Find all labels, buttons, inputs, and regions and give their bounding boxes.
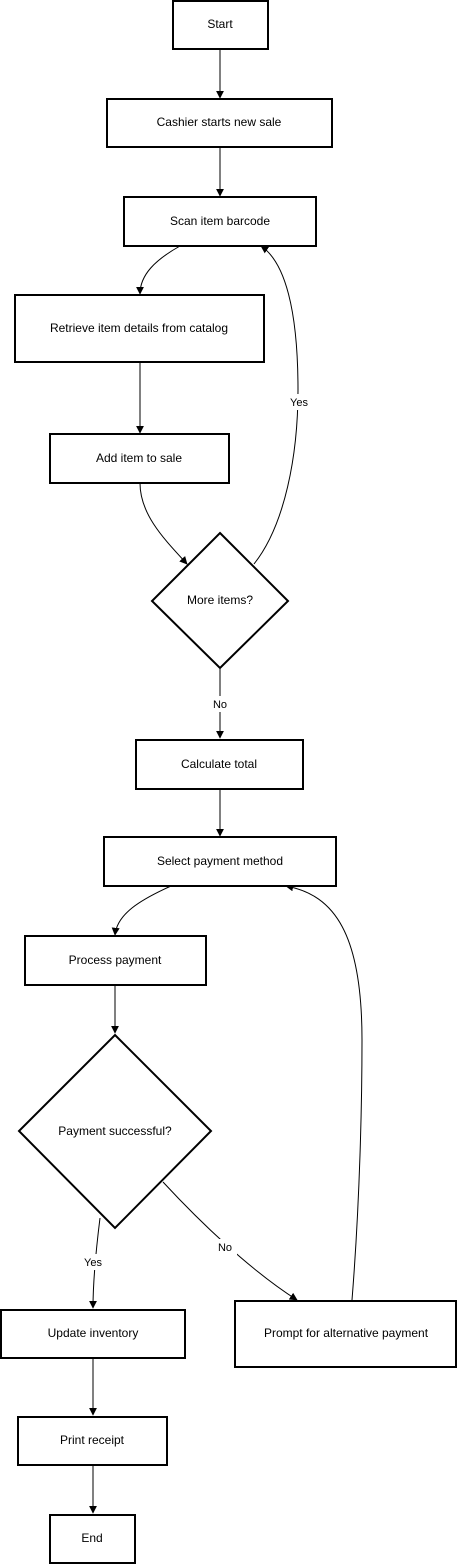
edge-label-text: No [218,1242,232,1254]
node-payment-successful-decision[interactable]: Payment successful? [17,1033,213,1230]
edges [89,49,363,1514]
edge-label-more-items-no: No [208,696,232,712]
node-label: Scan item barcode [170,214,270,228]
node-more-items-decision[interactable]: More items? [150,531,290,670]
node-retrieve-item-details[interactable]: Retrieve item details from catalog [14,294,265,363]
edge-labels: Yes No Yes No [80,394,312,1270]
node-start[interactable]: Start [172,0,269,50]
node-print-receipt[interactable]: Print receipt [17,1416,168,1466]
node-label: End [81,1531,102,1545]
edge-label-text: Yes [290,397,308,409]
edge-label-payment-yes: Yes [80,1254,106,1270]
node-label: Start [207,17,233,31]
node-update-inventory[interactable]: Update inventory [0,1309,186,1359]
node-label: Add item to sale [96,451,182,465]
edge-add-to-more-items [139,482,188,565]
node-label: Prompt for alternative payment [264,1326,429,1340]
node-end[interactable]: End [49,1514,136,1564]
node-calculate-total[interactable]: Calculate total [135,739,304,790]
node-label: Print receipt [60,1433,125,1447]
edge-more-items-yes-to-scan [253,245,299,565]
edge-scan-to-retrieve [136,245,181,295]
edge-prompt-to-select-payment [285,883,363,1301]
node-label: Process payment [69,953,162,967]
node-add-item-to-sale[interactable]: Add item to sale [49,433,230,484]
edge-label-text: Yes [84,1257,102,1269]
edge-label-payment-no: No [213,1239,237,1255]
node-prompt-alternative-payment[interactable]: Prompt for alternative payment [234,1300,457,1368]
node-cashier-starts-new-sale[interactable]: Cashier starts new sale [106,98,333,148]
node-label: Retrieve item details from catalog [50,321,228,335]
node-process-payment[interactable]: Process payment [24,935,207,986]
edge-label-more-items-yes: Yes [286,394,312,410]
node-label: Select payment method [157,854,283,868]
edge-label-text: No [213,699,227,711]
node-label: More items? [187,593,253,607]
node-label: Calculate total [181,757,257,771]
node-select-payment-method[interactable]: Select payment method [103,836,337,887]
edge-select-payment-to-process [111,885,172,936]
node-scan-item-barcode[interactable]: Scan item barcode [123,196,317,247]
node-label: Cashier starts new sale [157,115,282,129]
node-label: Payment successful? [58,1124,172,1138]
node-label: Update inventory [48,1326,139,1340]
